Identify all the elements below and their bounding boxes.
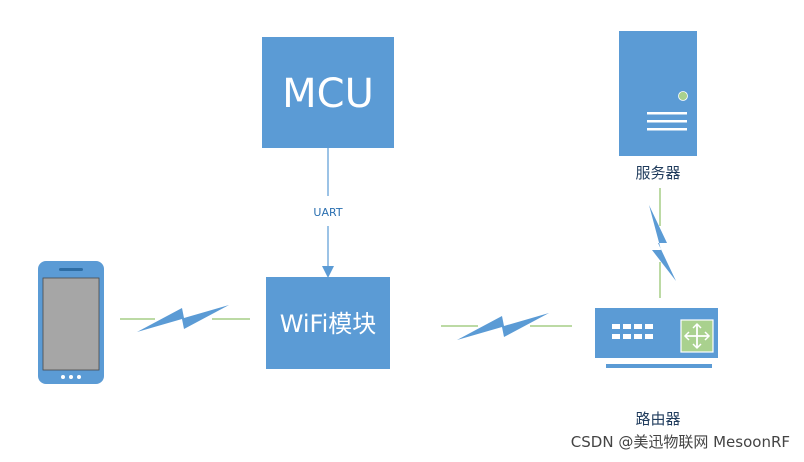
server-label: 服务器 bbox=[635, 164, 680, 182]
router-ports bbox=[612, 324, 653, 339]
router-label: 路由器 bbox=[635, 410, 680, 428]
router-port bbox=[612, 334, 620, 339]
router-switch-panel bbox=[680, 319, 714, 353]
phone-button-dot bbox=[77, 375, 81, 379]
router-cross bbox=[685, 324, 709, 348]
wifi-module-box bbox=[266, 277, 390, 369]
server-node: 服务器 bbox=[619, 31, 697, 182]
server-slot bbox=[647, 112, 687, 115]
lightning-bolt-icon bbox=[137, 305, 229, 332]
uart-link: UART bbox=[313, 148, 343, 278]
smartphone-icon bbox=[38, 261, 104, 384]
mcu-node: MCU bbox=[262, 37, 394, 148]
wifi-router-wireless-link bbox=[441, 313, 572, 340]
router-icon bbox=[595, 308, 718, 368]
router-port bbox=[634, 324, 642, 329]
router-base bbox=[606, 364, 712, 368]
server-slot bbox=[647, 120, 687, 123]
router-port bbox=[634, 334, 642, 339]
server-slot bbox=[647, 128, 687, 131]
server-router-wireless-link bbox=[649, 188, 676, 298]
router-node: 路由器 bbox=[595, 308, 718, 428]
lightning-bolt-icon bbox=[649, 205, 676, 281]
router-port bbox=[645, 324, 653, 329]
router-port bbox=[623, 334, 631, 339]
router-port bbox=[623, 324, 631, 329]
uart-label: UART bbox=[313, 206, 342, 219]
watermark: CSDN @美迅物联网 MesoonRF bbox=[570, 433, 790, 451]
phone-screen bbox=[42, 277, 100, 371]
phone-wifi-wireless-link bbox=[120, 305, 250, 332]
phone-speaker bbox=[59, 268, 83, 271]
router-port bbox=[612, 324, 620, 329]
phone-button-dot bbox=[61, 375, 65, 379]
phone-button-dot bbox=[69, 375, 73, 379]
mcu-label: MCU bbox=[282, 71, 374, 117]
router-arrows bbox=[683, 322, 711, 350]
lightning-bolt-icon bbox=[457, 313, 549, 340]
wifi-module-label: WiFi模块 bbox=[280, 310, 377, 338]
router-port bbox=[645, 334, 653, 339]
wifi-module-node: WiFi模块 bbox=[266, 277, 390, 369]
mcu-box bbox=[262, 37, 394, 148]
server-status-light bbox=[678, 91, 688, 101]
server-icon bbox=[619, 31, 697, 156]
